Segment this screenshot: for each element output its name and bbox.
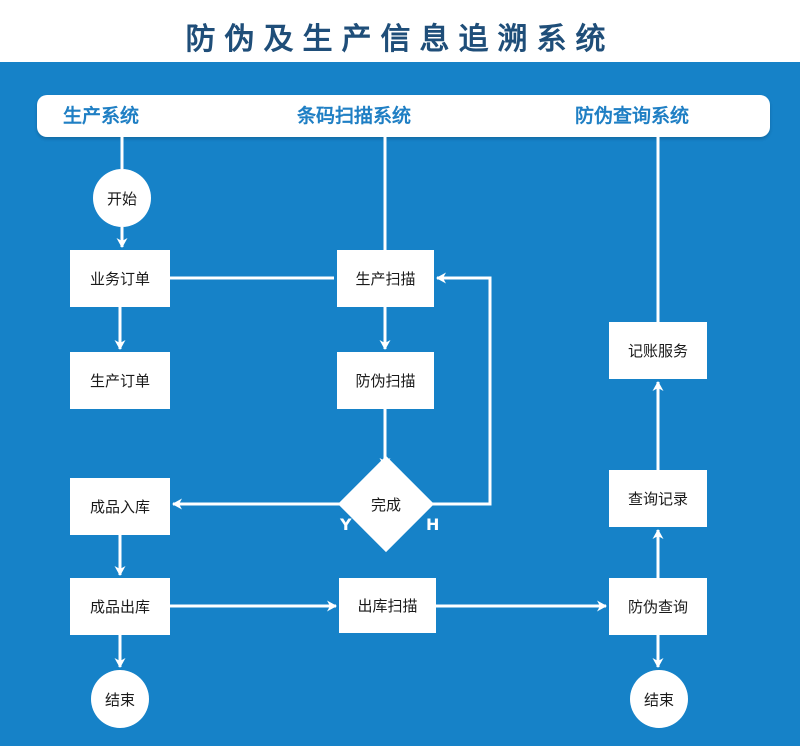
node-production-scan[interactable]: 生产扫描 xyxy=(337,250,434,307)
node-goods-inbound[interactable]: 成品入库 xyxy=(70,478,170,535)
node-complete-decision[interactable]: 完成 xyxy=(337,455,435,553)
node-complete-label: 完成 xyxy=(370,495,401,514)
node-security-scan[interactable]: 防伪扫描 xyxy=(337,352,434,409)
branch-label-no: H xyxy=(426,515,440,534)
node-outbound-scan[interactable]: 出库扫描 xyxy=(339,578,436,633)
node-goods-outbound[interactable]: 成品出库 xyxy=(70,578,170,635)
node-end-query[interactable]: 结束 xyxy=(630,670,688,728)
swimlane-label-barcode: 条码扫描系统 xyxy=(297,105,412,127)
node-production-order[interactable]: 生产订单 xyxy=(70,352,170,409)
swimlane-label-production: 生产系统 xyxy=(63,105,140,127)
node-ledger-service[interactable]: 记账服务 xyxy=(609,322,707,379)
swimlane-header-bar xyxy=(37,95,770,137)
branch-label-yes: Y xyxy=(340,515,352,534)
node-business-order[interactable]: 业务订单 xyxy=(70,250,170,307)
node-end-production[interactable]: 结束 xyxy=(91,670,149,728)
swimlane-label-security-query: 防伪查询系统 xyxy=(575,105,690,127)
node-security-query[interactable]: 防伪查询 xyxy=(609,578,707,635)
page-title: 防伪及生产信息追溯系统 xyxy=(185,22,615,57)
node-query-record[interactable]: 查询记录 xyxy=(609,470,707,527)
node-start-production[interactable]: 开始 xyxy=(93,169,151,227)
